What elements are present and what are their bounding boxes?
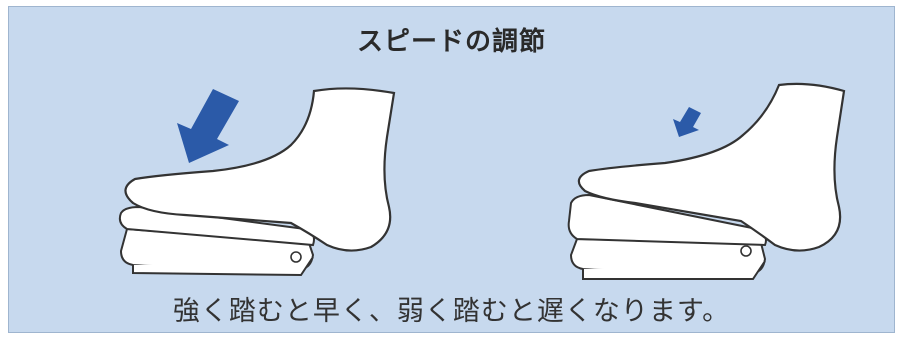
pedal-illustrations xyxy=(118,82,846,280)
panel-title: スピードの調節 xyxy=(356,27,546,57)
weak-press-illustration xyxy=(567,82,846,280)
arrow-down-icon-small xyxy=(673,107,701,137)
strong-press-illustration xyxy=(118,87,396,277)
caption-text: 強く踏むと早く、弱く踏むと遅くなります。 xyxy=(172,296,731,327)
speed-adjustment-panel: スピードの調節 強く踏むと早く、弱く踏 xyxy=(8,6,895,333)
foot-left xyxy=(124,87,396,252)
foot-right xyxy=(577,82,846,252)
arrow-down-icon-large xyxy=(177,89,239,163)
